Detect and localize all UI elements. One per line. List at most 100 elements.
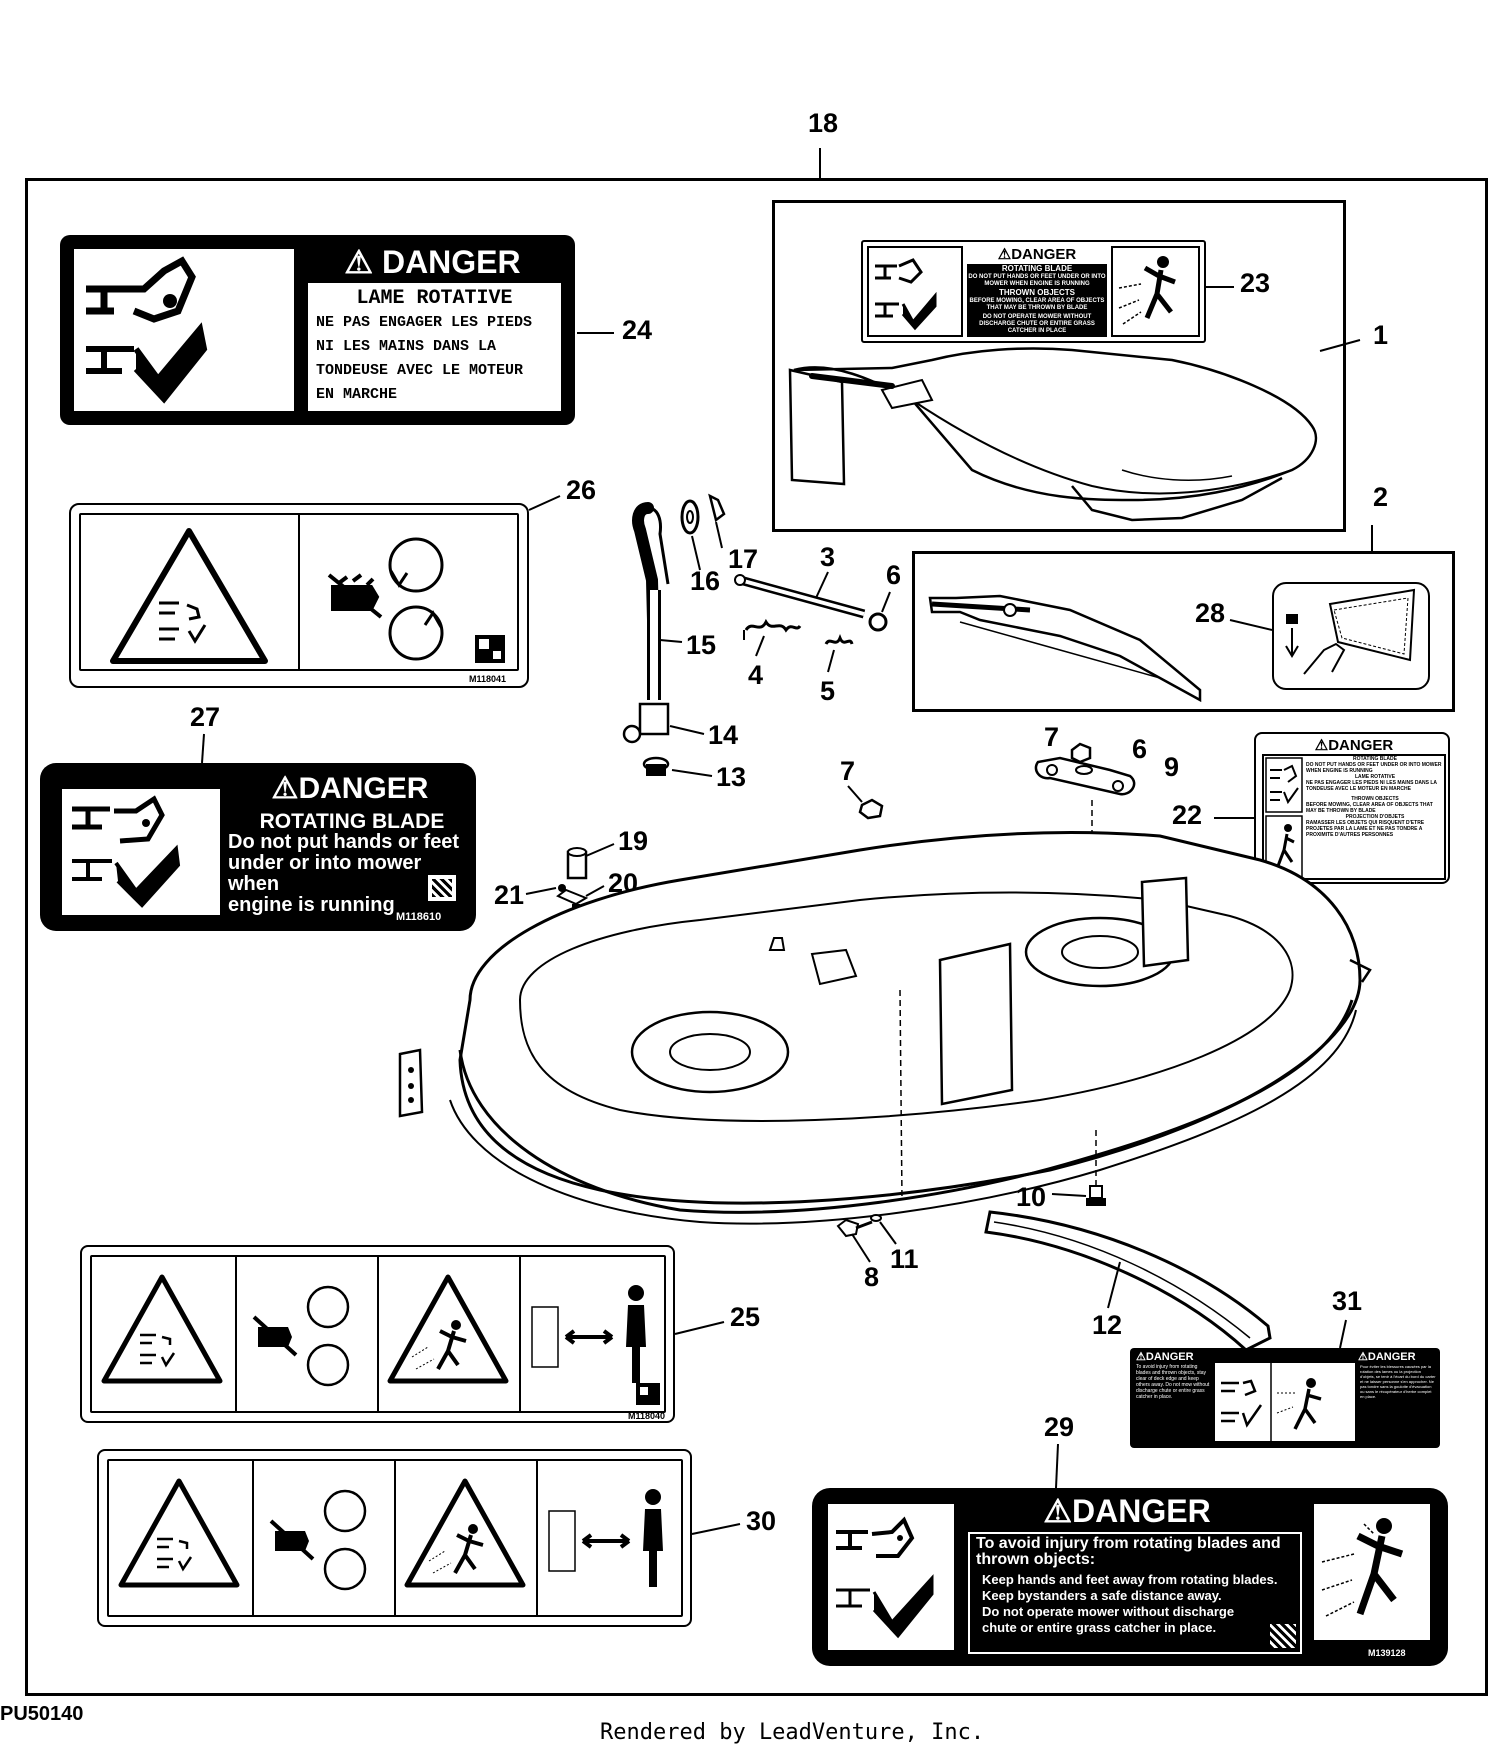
callout-24[interactable]: 24 [622, 315, 653, 345]
callout-17[interactable]: 17 [728, 544, 759, 574]
label-23-sub2: THROWN OBJECTS [999, 288, 1075, 297]
label-23-sub1: ROTATING BLADE [1001, 264, 1073, 273]
label-29-line-1: Keep bystanders a safe distance away. [982, 1588, 1222, 1603]
callout-19[interactable]: 19 [618, 826, 649, 856]
callout-3[interactable]: 3 [820, 542, 836, 572]
label-26-pictogram[interactable]: M118041 [69, 503, 529, 688]
callout-26[interactable]: 26 [566, 475, 597, 505]
hand-foot-blade-icon [72, 795, 181, 908]
hand-blade-and-person-icons [1221, 1363, 1322, 1441]
label-23-text3: DO NOT OPERATE MOWER WITHOUT DISCHARGE C… [979, 314, 1095, 334]
label-22-t4: RAMASSER LES OBJETS QUI RISQUENT D'ETRE … [1306, 820, 1425, 838]
callout-28[interactable]: 28 [1195, 598, 1226, 628]
label-24-line-1: NE PAS ENGAGER LES PIEDS [316, 314, 533, 331]
callout-5[interactable]: 5 [820, 676, 836, 706]
callout-2[interactable]: 2 [1373, 482, 1389, 512]
label-22-pictograms [1265, 757, 1303, 879]
label-22-s3: THROWN OBJECTS [1351, 796, 1399, 802]
label-22-body: ROTATING BLADE DO NOT PUT HANDS OR FEET … [1262, 754, 1446, 880]
qr-code-icon [428, 875, 456, 901]
callout-31[interactable]: 31 [1332, 1286, 1363, 1316]
label-22-s1: ROTATING BLADE [1353, 756, 1397, 762]
label-29-line-2: Do not operate mower without discharge [982, 1604, 1235, 1619]
figure-id: PU50140 [0, 1703, 84, 1725]
warning-triangle-icon: ⚠ [1314, 737, 1329, 754]
warning-triangle-icon: ⚠ [997, 246, 1012, 263]
item-1-frame [772, 200, 1346, 532]
label-27-title-text: DANGER [298, 772, 429, 805]
label-31-title-en-text: DANGER [1145, 1351, 1194, 1363]
label-27-title: ⚠DANGER [230, 771, 470, 806]
callout-6b[interactable]: 6 [1132, 734, 1148, 764]
callout-21[interactable]: 21 [494, 880, 525, 910]
label-22-t1: DO NOT PUT HANDS OR FEET UNDER OR INTO M… [1306, 762, 1442, 774]
callout-30[interactable]: 30 [746, 1506, 777, 1536]
label-29-danger[interactable]: ⚠DANGER To avoid injury from rotating bl… [812, 1488, 1448, 1666]
callout-25[interactable]: 25 [730, 1302, 761, 1332]
callout-10[interactable]: 10 [1016, 1182, 1047, 1212]
callout-7a[interactable]: 7 [840, 756, 856, 786]
label-23-text: ⚠DANGER ROTATING BLADE DO NOT PUT HANDS … [967, 246, 1107, 337]
label-24-line-3: TONDEUSE AVEC LE MOTEUR [316, 362, 524, 379]
label-25-pictogram[interactable]: M118040 [80, 1245, 675, 1423]
label-22-danger-bilingual[interactable]: ⚠DANGER ROTATING BLADE DO NOT PUT HANDS … [1254, 732, 1450, 884]
callout-27[interactable]: 27 [190, 702, 221, 732]
callout-4[interactable]: 4 [748, 660, 764, 690]
callout-13[interactable]: 13 [716, 762, 747, 792]
label-24-line-2: NI LES MAINS DANS LA [316, 338, 497, 355]
label-31-text-en: To avoid injury from rotating blades and… [1136, 1364, 1210, 1400]
label-29-head2: thrown objects: [976, 1551, 1096, 1568]
callout-6a[interactable]: 6 [886, 560, 902, 590]
label-29-line-0: Keep hands and feet away from rotating b… [982, 1572, 1278, 1587]
label-31-danger-bilingual[interactable]: ⚠DANGER To avoid injury from rotating bl… [1130, 1348, 1440, 1448]
label-30-pictogram[interactable] [97, 1449, 692, 1627]
label-23-title: DANGER [1011, 246, 1077, 263]
callout-18[interactable]: 18 [808, 108, 839, 138]
callout-12[interactable]: 12 [1092, 1310, 1123, 1340]
callout-29[interactable]: 29 [1044, 1412, 1075, 1442]
callout-15[interactable]: 15 [686, 630, 717, 660]
warning-triangle-icon: ⚠ [1043, 1493, 1072, 1529]
label-22-text: ROTATING BLADE DO NOT PUT HANDS OR FEET … [1306, 756, 1444, 838]
label-27-line-2: under or into mower when [228, 852, 422, 895]
label-22-s2: LAME ROTATIVE [1354, 774, 1396, 780]
label-27-text: ROTATING BLADE Do not put hands or feet … [228, 811, 476, 916]
label-27-code: M118610 [396, 911, 442, 923]
label-29-code: M139128 [1368, 1648, 1406, 1658]
thrown-objects-person-icon [1118, 256, 1176, 325]
callout-9[interactable]: 9 [1164, 752, 1180, 782]
item-28-cover-plate[interactable] [1272, 582, 1430, 690]
label-24-french-danger[interactable]: ⚠ DANGER LAME ROTATIVE NE PAS ENGAGER LE… [60, 235, 575, 425]
assembly-frame [25, 178, 1488, 1696]
label-24-title-text: DANGER [381, 244, 521, 280]
warning-triangle-icon: ⚠ [344, 244, 374, 280]
label-30-icons [118, 1461, 663, 1615]
label-27-line-1: Do not put hands or feet [228, 831, 460, 853]
label-24-title: ⚠ DANGER [300, 243, 565, 281]
item-2-frame [912, 551, 1455, 712]
warning-triangle-icon: ⚠ [1136, 1351, 1146, 1363]
label-31-pictograms [1214, 1362, 1356, 1442]
callout-1[interactable]: 1 [1373, 320, 1389, 350]
callout-16[interactable]: 16 [690, 566, 721, 596]
hand-foot-blade-icon [86, 256, 208, 404]
label-29-title: ⚠DANGER [962, 1492, 1292, 1530]
label-23-rotating-blade[interactable]: ⚠DANGER ROTATING BLADE DO NOT PUT HANDS … [861, 240, 1206, 343]
label-29-right-pictogram [1312, 1502, 1432, 1642]
callout-7b[interactable]: 7 [1044, 722, 1060, 752]
label-22-s4: PROJECTION D'OBJETS [1345, 814, 1405, 820]
callout-23[interactable]: 23 [1240, 268, 1271, 298]
label-29-title-text: DANGER [1072, 1493, 1211, 1529]
label-31-title-fr-text: DANGER [1367, 1351, 1416, 1363]
callout-14[interactable]: 14 [708, 720, 739, 750]
footer-credit: Rendered by LeadVenture, Inc. [600, 1720, 985, 1745]
callout-8[interactable]: 8 [864, 1262, 880, 1292]
callout-22[interactable]: 22 [1172, 800, 1203, 830]
thrown-objects-person-icon [1321, 1518, 1404, 1617]
label-27-rotating-blade[interactable]: ⚠DANGER ROTATING BLADE Do not put hands … [40, 763, 476, 931]
label-24-pictogram-panel [74, 249, 294, 411]
callout-11[interactable]: 11 [890, 1244, 919, 1274]
hand-foot-blade-icon [836, 1516, 934, 1639]
